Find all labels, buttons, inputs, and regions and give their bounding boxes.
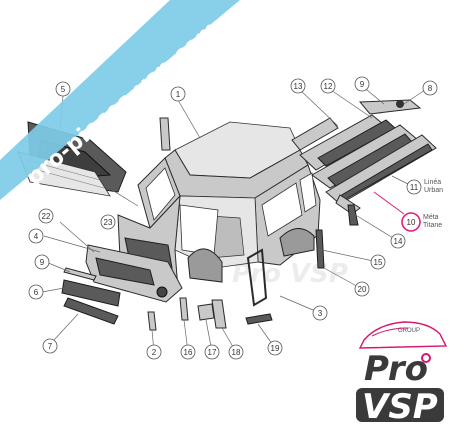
svg-text:Méta: Méta xyxy=(423,214,439,221)
a-pillar-trim-part xyxy=(159,117,171,151)
callout-16: 16 xyxy=(180,344,196,360)
svg-text:18: 18 xyxy=(232,348,241,357)
callout-22: 22 xyxy=(38,208,54,224)
callout-3: 3 xyxy=(312,305,328,321)
callout-6: 6 xyxy=(28,284,44,300)
callout-9a: 9 xyxy=(34,254,50,270)
svg-text:VSP: VSP xyxy=(362,387,438,427)
car-body-shell xyxy=(117,121,321,291)
bracket-part-18 xyxy=(211,299,227,329)
svg-text:23: 23 xyxy=(104,218,113,227)
svg-text:19: 19 xyxy=(271,344,280,353)
svg-text:10: 10 xyxy=(407,218,416,227)
svg-text:9: 9 xyxy=(40,258,45,267)
svg-text:5: 5 xyxy=(61,85,66,94)
callout-5: 5 xyxy=(55,81,71,97)
svg-text:14: 14 xyxy=(394,237,403,246)
callout-18: 18 xyxy=(228,344,244,360)
callout-13: 13 xyxy=(290,78,306,94)
svg-text:Linéa: Linéa xyxy=(424,179,441,186)
svg-text:6: 6 xyxy=(34,288,39,297)
callout-markers: 1 2 3 4 5 6 7 8 9 9 10 11 12 13 14 15 16… xyxy=(28,76,438,360)
svg-text:3: 3 xyxy=(318,309,323,318)
svg-text:7: 7 xyxy=(48,342,53,351)
svg-text:13: 13 xyxy=(294,82,303,91)
callout-9b: 9 xyxy=(354,76,370,92)
callout-17: 17 xyxy=(204,344,220,360)
svg-text:20: 20 xyxy=(358,285,367,294)
sill-part-19 xyxy=(245,313,273,325)
callout-2: 2 xyxy=(146,344,162,360)
callout-23: 23 xyxy=(100,214,116,230)
svg-text:8: 8 xyxy=(428,84,433,93)
callout-8: 8 xyxy=(422,80,438,96)
svg-text:Pro: Pro xyxy=(364,349,428,389)
bracket-part-17 xyxy=(197,303,215,321)
svg-text:Urban: Urban xyxy=(424,187,443,194)
bracket-part-2 xyxy=(147,311,157,331)
svg-text:2: 2 xyxy=(152,348,157,357)
svg-text:22: 22 xyxy=(42,212,51,221)
pillar-part-15 xyxy=(315,229,325,269)
pro-vsp-logo: GROUP Pro VSP xyxy=(356,321,448,427)
svg-text:1: 1 xyxy=(176,90,181,99)
bracket-part-16 xyxy=(179,297,189,321)
svg-text:Titane: Titane xyxy=(423,222,442,229)
svg-text:4: 4 xyxy=(34,232,39,241)
svg-text:15: 15 xyxy=(374,258,383,267)
callout-15: 15 xyxy=(370,254,386,270)
callout-1: 1 xyxy=(170,86,186,102)
grille-insert-part xyxy=(61,279,121,307)
highlight-leader xyxy=(373,191,405,215)
callout-7: 7 xyxy=(42,338,58,354)
svg-text:11: 11 xyxy=(410,183,419,192)
door-seal-part xyxy=(246,248,268,307)
callout-14: 14 xyxy=(390,233,406,249)
callout-11: 11 xyxy=(406,179,422,195)
lower-skirt-part xyxy=(63,297,119,325)
callout-4: 4 xyxy=(28,228,44,244)
svg-text:GROUP: GROUP xyxy=(398,328,420,334)
callout-19: 19 xyxy=(267,340,283,356)
callout-12: 12 xyxy=(320,78,336,94)
front-bumper-part xyxy=(85,244,183,303)
svg-text:12: 12 xyxy=(324,82,333,91)
svg-text:9: 9 xyxy=(360,80,365,89)
variant-notes: Linéa Urban Méta Titane xyxy=(423,179,443,229)
rear-panels-part-group xyxy=(291,99,437,215)
callout-20: 20 xyxy=(354,281,370,297)
svg-text:17: 17 xyxy=(208,348,217,357)
pillar-part-14 xyxy=(347,204,359,226)
svg-text:16: 16 xyxy=(184,348,193,357)
bracket-part-9a xyxy=(63,267,97,281)
callout-10: 10 xyxy=(401,212,421,232)
